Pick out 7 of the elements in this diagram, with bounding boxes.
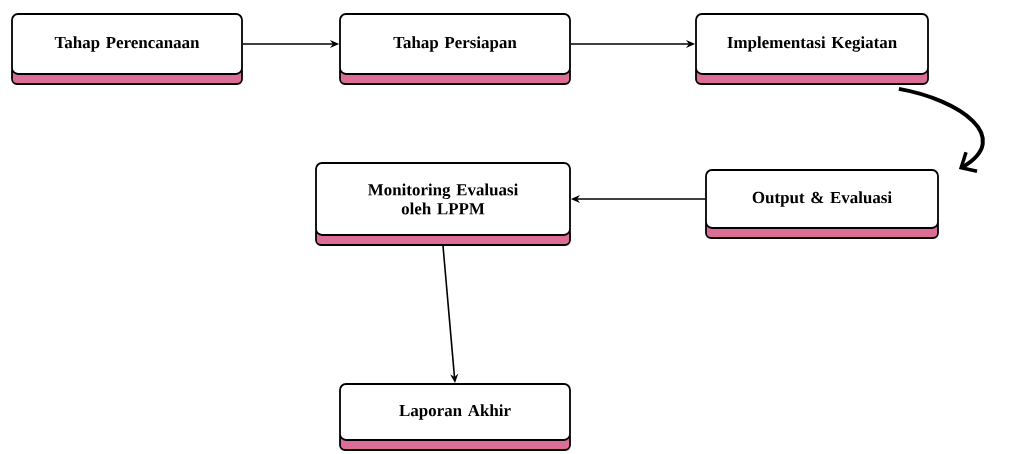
curved-arrow	[898, 86, 985, 174]
process-box: Implementasi Kegiatan	[695, 13, 929, 85]
process-box: Tahap Perencanaan	[11, 13, 243, 85]
process-box: Output & Evaluasi	[705, 169, 939, 239]
process-box: Monitoring Evaluasi oleh LPPM	[315, 162, 571, 246]
process-box: Laporan Akhir	[339, 383, 571, 451]
process-box: Tahap Persiapan	[339, 13, 571, 85]
